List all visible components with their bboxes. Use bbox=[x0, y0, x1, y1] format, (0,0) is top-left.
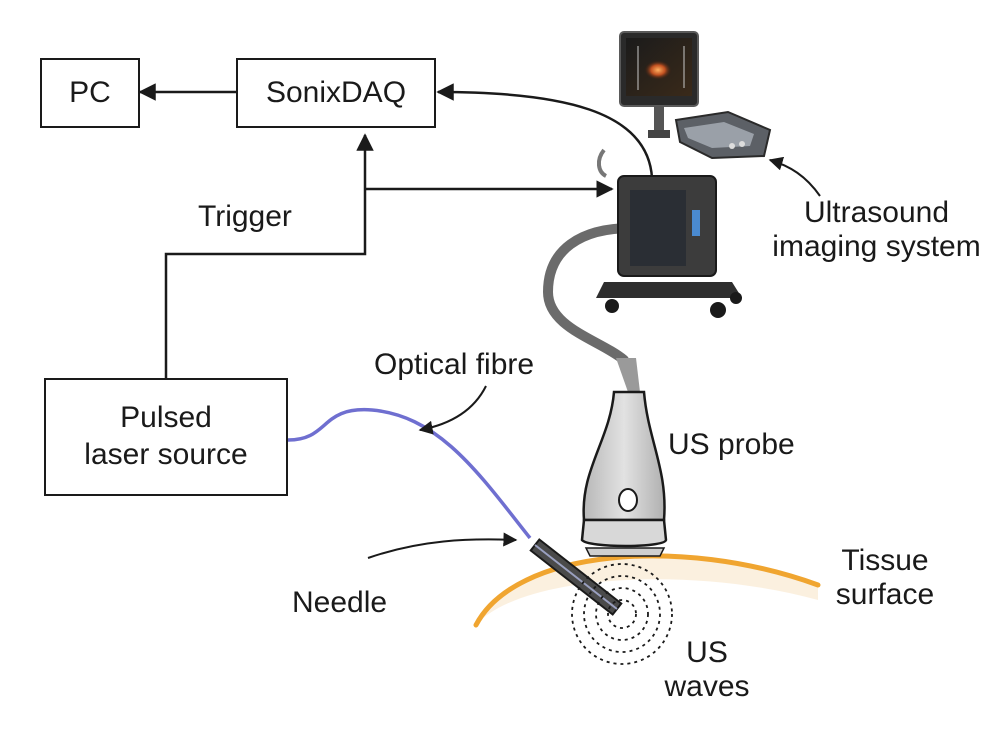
optical-fibre-label: Optical fibre bbox=[374, 348, 535, 381]
tissue-surface-label: Tissue surface bbox=[820, 544, 950, 611]
us-waves-label-line1: US bbox=[686, 636, 728, 669]
tissue-label-line1: Tissue bbox=[841, 544, 929, 577]
tissue-label-line2: surface bbox=[835, 577, 935, 611]
ultrasound-cart-icon bbox=[596, 31, 772, 318]
trigger-line bbox=[164, 133, 374, 378]
laser-label-line2: laser source bbox=[84, 438, 248, 471]
ultrasound-system-pointer bbox=[768, 156, 821, 197]
tissue-surface bbox=[473, 553, 821, 628]
sonixdaq-label: SonixDAQ bbox=[265, 75, 407, 109]
ultrasound-system-label: Ultrasound imaging system bbox=[748, 196, 1005, 263]
us-waves-label: US waves bbox=[652, 636, 762, 703]
us-waves-label-line2: waves bbox=[664, 669, 750, 703]
optical-fibre-pointer bbox=[418, 385, 487, 435]
probe-cable bbox=[542, 223, 637, 365]
connection-lines bbox=[138, 83, 654, 378]
us-probe-label: US probe bbox=[668, 428, 795, 461]
laser-label-line1: Pulsed bbox=[120, 401, 212, 435]
ultrasound-label-line1: Ultrasound bbox=[803, 196, 950, 229]
concentric-waves-icon bbox=[571, 563, 673, 665]
pc-block: PC bbox=[40, 58, 140, 128]
laser-source-block: Pulsed laser source bbox=[44, 378, 288, 496]
ultrasound-probe-icon bbox=[580, 358, 668, 557]
needle-icon bbox=[529, 538, 623, 616]
trigger-label: Trigger bbox=[198, 200, 292, 233]
needle-label: Needle bbox=[292, 586, 388, 619]
optical-fibre-line bbox=[287, 408, 532, 540]
sonixdaq-block: SonixDAQ bbox=[236, 58, 436, 128]
scanner-to-daq-arrow bbox=[436, 83, 654, 179]
needle-pointer bbox=[367, 532, 518, 559]
pc-label: PC bbox=[69, 75, 111, 109]
ultrasound-label-line2: imaging system bbox=[772, 229, 981, 263]
